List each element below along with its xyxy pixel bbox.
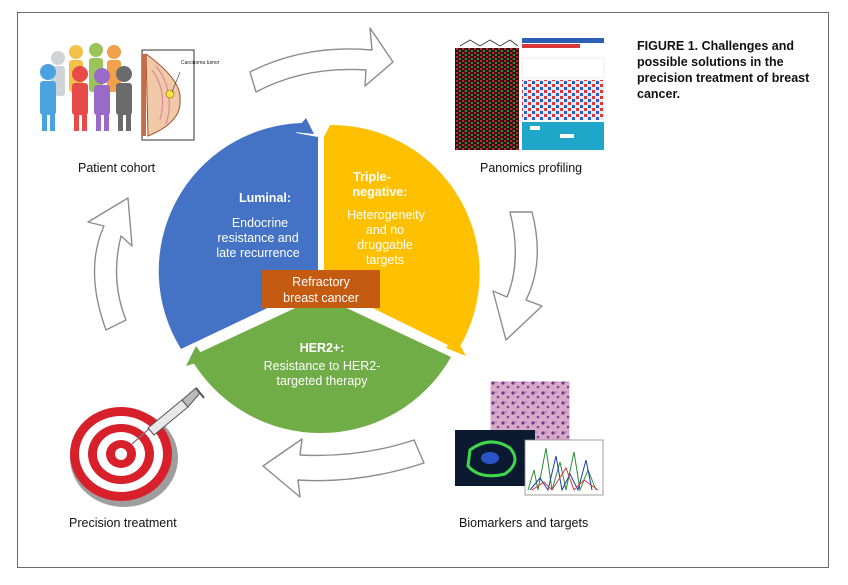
carcinoma-label: Carcinoma tumor <box>181 60 220 66</box>
arrow-treatment-to-cohort <box>87 197 133 331</box>
her2-line1: Resistance to HER2- <box>264 359 381 373</box>
her2-title: HER2+: <box>300 341 345 355</box>
arrow-cohort-to-panomics <box>249 27 394 93</box>
refractory-line2: breast cancer <box>283 291 359 305</box>
panomics-heatmap-illustration <box>455 38 605 150</box>
patient-cohort-illustration: Carcinoma tumor <box>40 43 220 141</box>
luminal-arrow-tip <box>294 118 314 134</box>
label-patient-cohort: Patient cohort <box>78 161 156 175</box>
luminal-line1: Endocrine <box>232 216 288 230</box>
triple-negative-line4: targets <box>366 253 404 267</box>
arrow-biomarkers-to-treatment <box>262 438 425 498</box>
luminal-title: Luminal: <box>239 191 291 205</box>
cycle-arrows <box>87 27 543 498</box>
figure-caption: FIGURE 1. Challenges and possible soluti… <box>637 39 810 101</box>
arrow-panomics-to-biomarkers <box>492 211 543 341</box>
label-panomics-profiling: Panomics profiling <box>480 161 583 175</box>
luminal-line2: resistance and <box>217 231 298 245</box>
triple-negative-arrow-tip <box>446 336 466 356</box>
people-icon <box>40 43 132 131</box>
label-biomarkers-targets: Biomarkers and targets <box>459 516 589 530</box>
label-precision-treatment: Precision treatment <box>69 516 177 530</box>
refractory-line1: Refractory <box>292 275 350 289</box>
triple-negative-line1: Heterogeneity <box>347 208 426 222</box>
breast-anatomy-icon: Carcinoma tumor <box>141 49 220 141</box>
syringe-icon <box>131 387 205 445</box>
her2-line2: targeted therapy <box>276 374 368 388</box>
refractory-box <box>262 270 380 308</box>
triple-negative-line2: and no <box>366 223 404 237</box>
triple-negative-line3: druggable <box>357 238 413 252</box>
biomarkers-illustration <box>455 380 604 496</box>
triple-negative-title2: negative: <box>353 185 408 199</box>
luminal-line3: late recurrence <box>216 246 299 260</box>
her2-arrow-tip <box>186 346 206 366</box>
triple-negative-title1: Triple- <box>353 170 391 184</box>
segment-her2 <box>190 296 451 434</box>
